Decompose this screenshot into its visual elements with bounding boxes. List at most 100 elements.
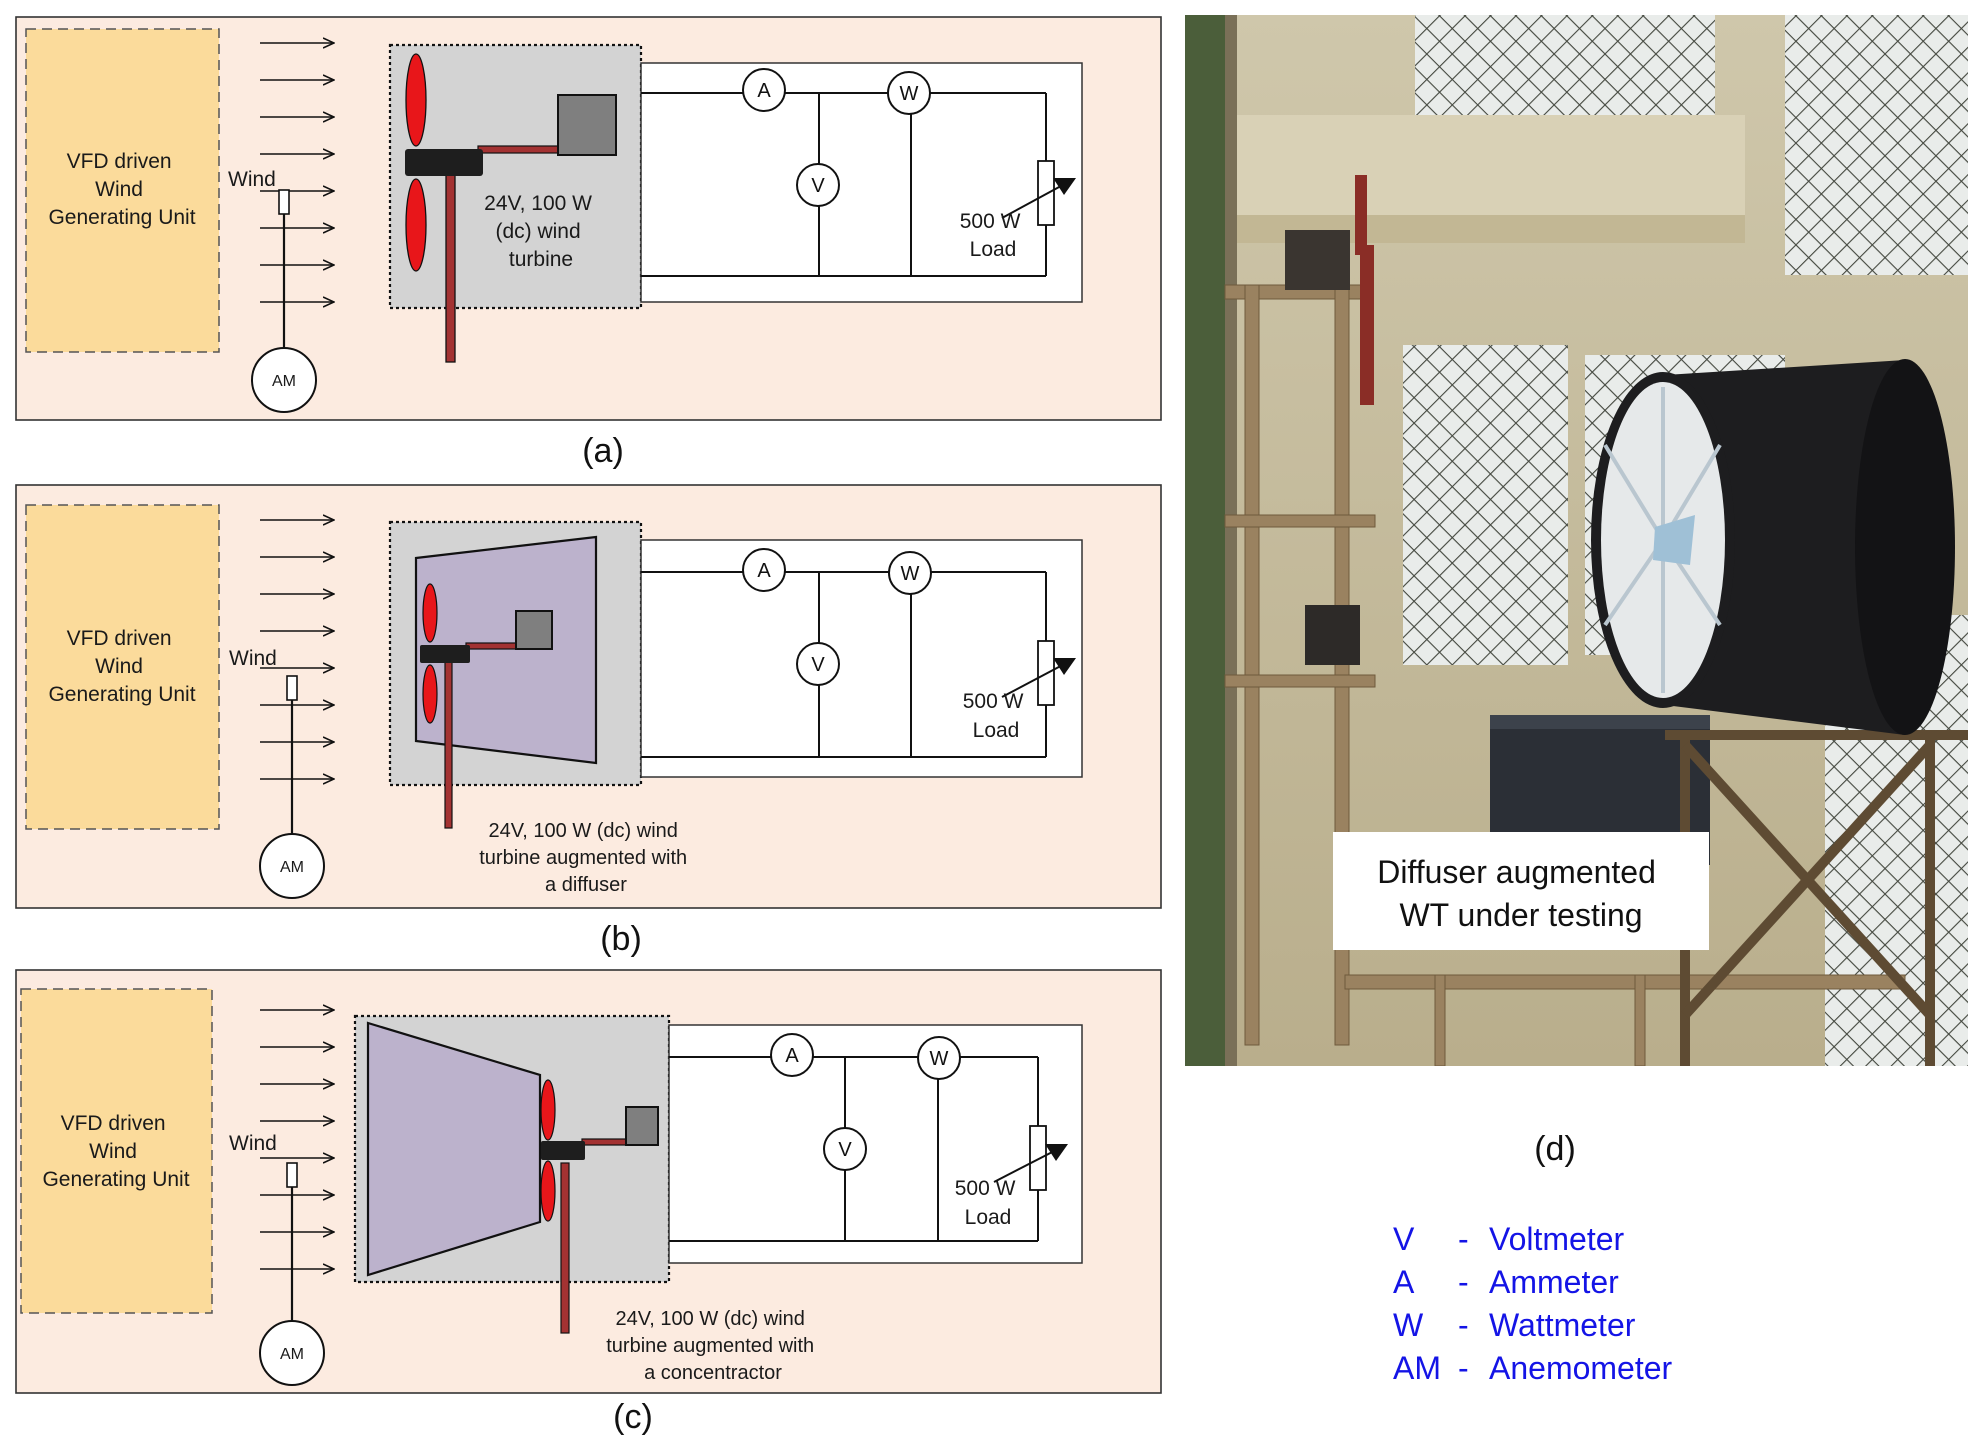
photo-overlay-label: Diffuser augmented WT under testing [1377,854,1665,933]
wattmeter-symbol [917,1036,961,1080]
svg-text:Ammeter: Ammeter [1489,1264,1619,1300]
anemometer-label: AM [280,859,304,876]
svg-text:-: - [1458,1221,1469,1257]
circuit-box [640,62,1083,303]
shaft [465,642,517,650]
anemometer-label: AM [272,373,296,390]
concentrator [366,1021,542,1277]
blade-lower [422,664,438,724]
caption-d: (d) [1534,1130,1576,1168]
ammeter-label: A [757,80,771,102]
svg-text:A: A [1393,1264,1415,1300]
window-mesh [1785,15,1968,275]
svg-text:-: - [1458,1350,1469,1386]
voltmeter-label: V [811,654,825,676]
panel-a: VFD driven Wind Generating Unit Wind AM [15,16,1162,421]
diffuser-drum [1591,359,1955,735]
ammeter-symbol [742,68,786,112]
photo-overlay-box [1333,832,1709,950]
wattmeter-label: W [930,1048,949,1070]
ammeter-symbol [742,548,786,592]
svg-text:Anemometer: Anemometer [1489,1350,1673,1386]
load-resistor [1029,1125,1047,1191]
svg-text:-: - [1458,1307,1469,1343]
load-adjust-arrowhead [1053,658,1076,675]
blade-lower [405,178,427,272]
blade-upper [540,1079,556,1141]
wind-label: Wind [229,647,277,670]
wind-turbine [420,583,553,829]
shaft [477,145,559,154]
nacelle [420,645,470,663]
diffuser [414,535,598,765]
generator [515,610,553,650]
anemometer-circle [251,347,317,413]
wind-generating-unit [25,504,220,830]
unit-label: VFD driven Wind Generating Unit [48,627,195,706]
wind-arrows [260,1010,334,1269]
panel-c: VFD driven Wind Generating Unit Wind AM [15,969,1162,1394]
wattmeter-label: W [901,563,920,585]
legend-item-anemometer: AM - Anemometer [1393,1350,1673,1386]
generator [557,94,617,156]
wind-generating-unit [25,28,220,353]
nacelle [541,1141,585,1160]
blade-lower [540,1160,556,1222]
anemometer: AM [259,675,325,899]
nacelle [405,149,483,176]
svg-text:Voltmeter: Voltmeter [1489,1221,1625,1257]
load-label: 500 W Load [960,210,1027,261]
ammeter-label: A [785,1045,799,1067]
svg-text:Wattmeter: Wattmeter [1489,1307,1636,1343]
window-mesh [1403,345,1568,665]
unit-label: VFD driven Wind Generating Unit [42,1112,189,1191]
turbine-box [388,43,643,310]
legend-item-voltmeter: V - Voltmeter [1393,1221,1625,1257]
wind-label: Wind [228,168,276,191]
svg-text:-: - [1458,1264,1469,1300]
wattmeter-symbol [888,551,932,595]
wattmeter-symbol [887,71,931,115]
existing-turbine [1285,175,1374,665]
wind-label: Wind [229,1132,277,1155]
shaft [581,1138,627,1146]
load-label: 500 W Load [955,1177,1022,1229]
wind-generating-unit [20,988,213,1314]
tower [444,657,453,829]
generator [625,1106,659,1146]
wind-turbine [405,53,617,363]
anemometer-circle [259,1320,325,1386]
measurement-circuit: A V W 500 W Load [640,539,1083,778]
legend-item-ammeter: A - Ammeter [1393,1264,1619,1300]
voltmeter-label: V [811,175,825,197]
wattmeter-label: W [900,83,919,105]
wind-turbine [540,1079,659,1334]
measurement-circuit: A V W 500 W Load [640,62,1083,303]
circuit-box [668,1024,1083,1264]
unit-label: VFD driven Wind Generating Unit [48,150,195,229]
turbine-label: 24V, 100 W (dc) wind turbine augmented w… [606,1308,819,1384]
turbine-label: 24V, 100 W (dc) wind turbine augmented w… [479,820,692,896]
load-label: 500 W Load [963,690,1030,742]
anemometer: AM [251,189,317,413]
wind-arrows [260,43,334,302]
load-adjust-arrowhead [1045,1144,1068,1161]
panel-b: VFD driven Wind Generating Unit Wind AM [15,484,1162,909]
window-mesh [1415,15,1715,120]
tower [560,1162,570,1334]
voltmeter-symbol [823,1127,867,1171]
caption-a: (a) [582,432,624,470]
ammeter-symbol [770,1033,814,1077]
anemometer-circle [259,833,325,899]
photo-panel: Diffuser augmented WT under testing [1185,15,1968,1066]
caption-c: (c) [613,1398,653,1436]
svg-text:AM: AM [1393,1350,1441,1386]
measurement-circuit: A V W 500 W Load [668,1024,1083,1264]
anemometer: AM [259,1162,325,1386]
svg-text:V: V [1393,1221,1415,1257]
voltmeter-label: V [838,1139,852,1161]
blade-upper [422,583,438,643]
svg-text:W: W [1393,1307,1424,1343]
tower [445,169,456,363]
legend: V - Voltmeter A - Ammeter W - Wattmeter … [1393,1221,1673,1386]
